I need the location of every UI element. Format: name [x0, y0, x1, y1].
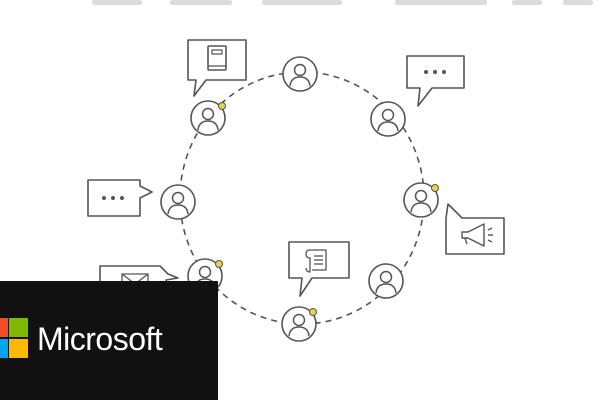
status-indicator-dot — [215, 260, 223, 268]
microsoft-logo-icon — [0, 318, 28, 359]
person-icon — [410, 189, 432, 213]
person-icon — [167, 191, 189, 215]
brand-wordmark: Microsoft — [37, 321, 163, 357]
person-icon — [288, 313, 310, 337]
person-icon — [377, 108, 399, 132]
person-node-7 — [368, 263, 404, 299]
status-indicator-dot — [218, 102, 226, 110]
ellipsis-icon — [102, 196, 124, 200]
person-node-8 — [281, 306, 317, 342]
status-indicator-dot — [431, 184, 439, 192]
person-node-1 — [282, 56, 318, 92]
person-node-4 — [160, 184, 196, 220]
person-icon — [375, 270, 397, 294]
logo-square-blue — [0, 339, 8, 358]
speech-bubble-ellipsis-top — [406, 55, 465, 107]
megaphone-icon — [461, 223, 493, 247]
ellipsis-icon — [424, 70, 446, 74]
person-node-3 — [370, 101, 406, 137]
logo-square-yellow — [9, 339, 28, 358]
logo-square-green — [9, 318, 28, 337]
speech-bubble-ellipsis-left — [87, 179, 153, 217]
status-indicator-dot — [309, 308, 317, 316]
brand-panel — [0, 281, 218, 400]
person-icon — [289, 63, 311, 87]
book-icon — [207, 45, 227, 71]
logo-square-red — [0, 318, 8, 337]
speech-bubble-scroll — [288, 241, 350, 297]
cropped-heading-fragment — [92, 0, 593, 5]
speech-bubble-book — [187, 39, 247, 97]
scroll-icon — [305, 249, 327, 273]
person-node-2 — [190, 100, 226, 136]
person-icon — [197, 107, 219, 131]
speech-bubble-megaphone — [445, 203, 505, 255]
person-node-5 — [403, 182, 439, 218]
